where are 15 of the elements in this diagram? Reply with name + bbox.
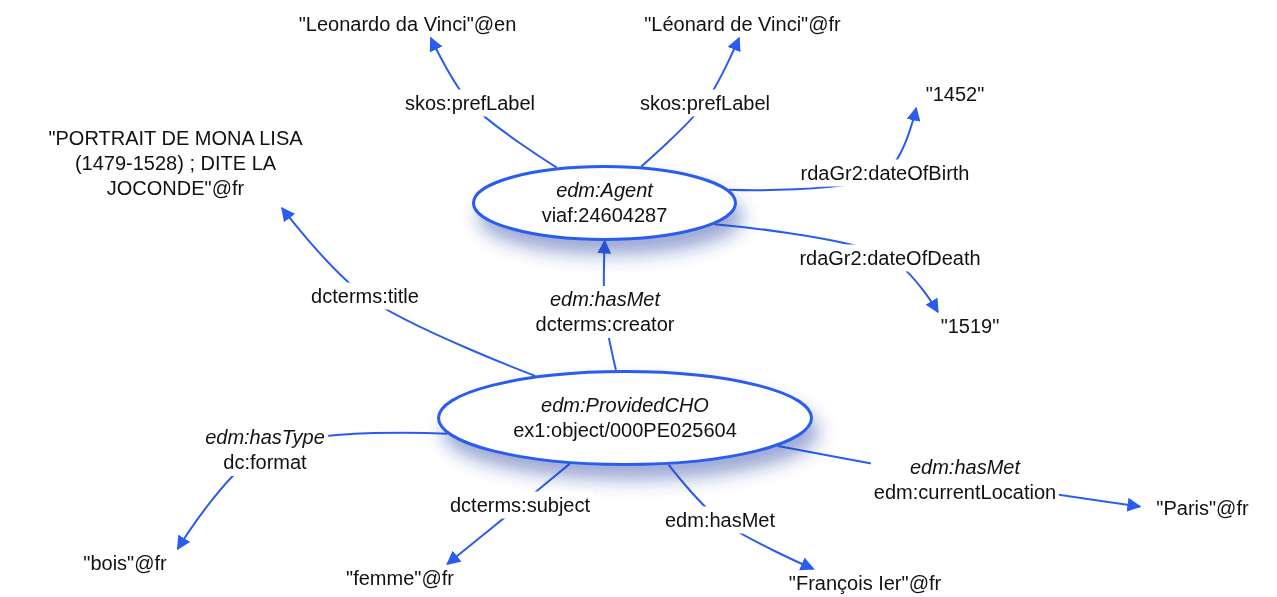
ellipse-node <box>472 165 737 241</box>
literal-text: "femme"@fr <box>325 564 475 592</box>
literal-text: "1452" <box>915 80 995 108</box>
class-name: edm:Agent <box>556 178 653 203</box>
resource-id: ex1:object/000PE025604 <box>513 418 737 443</box>
literal-text: "François Ier"@fr <box>775 569 955 597</box>
literal-text: "1519" <box>930 312 1010 340</box>
literal-text: "Léonard de Vinci"@fr <box>595 10 890 38</box>
resource-id: viaf:24604287 <box>541 203 668 228</box>
ellipse-node <box>437 370 813 466</box>
literal-text: "bois"@fr <box>70 549 180 577</box>
literal-text: "Paris"@fr <box>1140 494 1265 522</box>
literal-text: "PORTRAIT DE MONA LISA (1479-1528) ; DITE LA JOCONDE"@fr <box>48 118 303 208</box>
literal-text: "Leonardo da Vinci"@en <box>255 10 560 38</box>
class-name: edm:ProvidedCHO <box>541 393 709 418</box>
